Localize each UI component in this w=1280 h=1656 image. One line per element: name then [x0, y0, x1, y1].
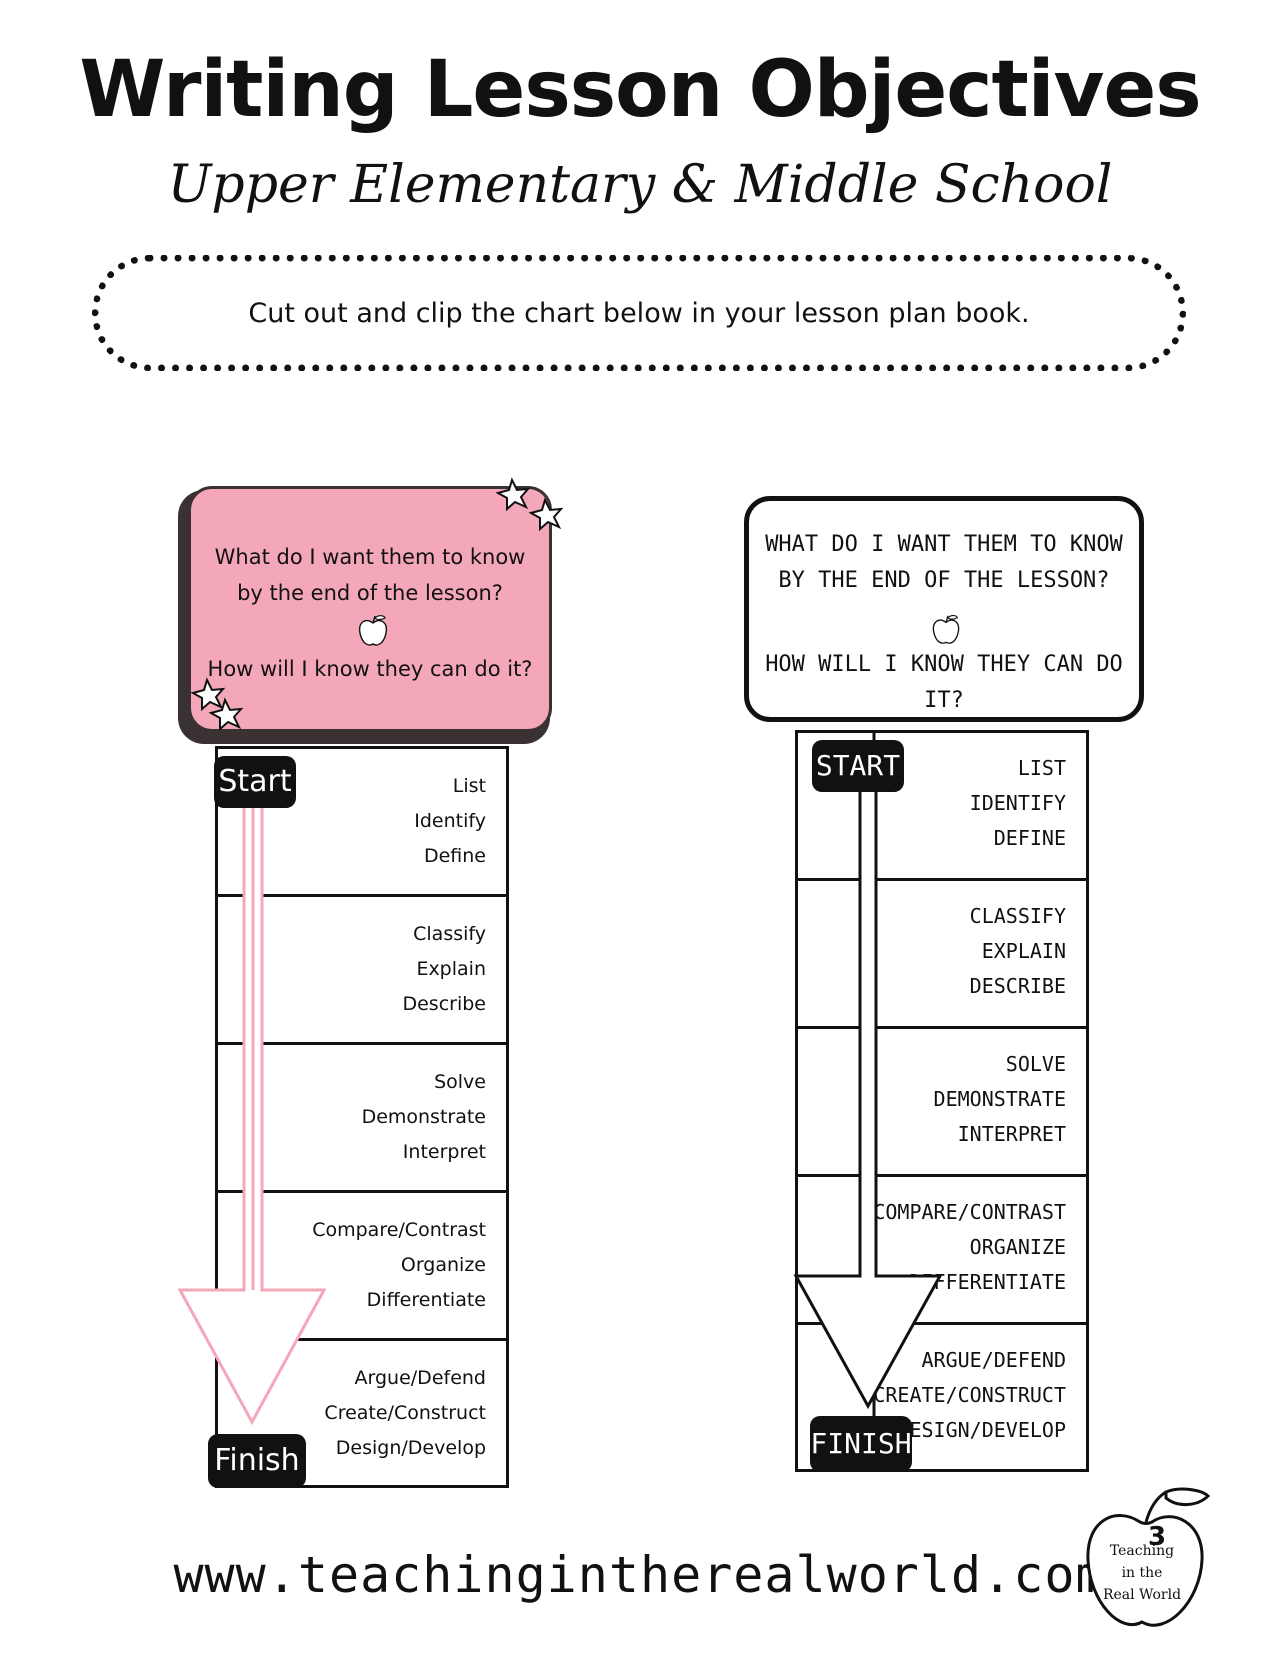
verb-text: DIFFERENTIATE [909, 1270, 1066, 1294]
left-question-assess: How will I know they can do it? [207, 657, 533, 681]
verb-text: Organize [400, 1254, 486, 1276]
website-url: www.teachingintherealworld.com [173, 1546, 1107, 1604]
verb-text: Compare/Contrast [312, 1219, 486, 1241]
right-question-card: WHAT DO I WANT THEM TO KNOW BY THE END O… [744, 496, 1144, 722]
apple-icon [932, 614, 960, 644]
verb-text: DEMONSTRATE [933, 1087, 1066, 1111]
verb-text: Describe [402, 993, 486, 1015]
logo-line: in the [1121, 1565, 1163, 1581]
instruction-text: Cut out and clip the chart below in your… [248, 297, 1030, 329]
verb-text: ORGANIZE [969, 1235, 1066, 1259]
verb-text: Solve [434, 1071, 486, 1093]
logo-text: Teaching in the Real World [1088, 1540, 1196, 1606]
right-question-know: WHAT DO I WANT THEM TO KNOW BY THE END O… [759, 527, 1129, 599]
verb-text: Explain [416, 958, 486, 980]
verb-text: CREATE/CONSTRUCT [873, 1383, 1066, 1407]
logo-line: Real World [1102, 1587, 1182, 1603]
table-row: LIST IDENTIFY DEFINE [798, 733, 1086, 881]
verb-text: Classify [413, 923, 486, 945]
verb-text: Identify [414, 810, 486, 832]
question-line: WHAT DO I WANT THEM TO KNOW [765, 532, 1123, 557]
logo-line: Teaching [1109, 1543, 1175, 1559]
verb-text: COMPARE/CONTRAST [873, 1200, 1066, 1224]
right-verb-table: LIST IDENTIFY DEFINE CLASSIFY EXPLAIN DESCRI… [795, 730, 1089, 1472]
table-row: SOLVE DEMONSTRATE INTERPRET [798, 1029, 1086, 1177]
apple-logo-icon [1086, 1487, 1211, 1627]
verb-text: DESIGN/DEVELOP [897, 1418, 1066, 1442]
finish-badge: FINISH [810, 1416, 912, 1472]
start-badge: START [812, 740, 904, 792]
verb-text: List [452, 775, 486, 797]
apple-icon [358, 615, 388, 646]
verb-text: EXPLAIN [981, 939, 1066, 963]
verb-text: CLASSIFY [969, 904, 1066, 928]
verb-text: SOLVE [1005, 1052, 1066, 1076]
left-question-know: What do I want them to know by the end o… [214, 545, 526, 605]
verb-text: Design/Develop [335, 1437, 486, 1459]
page-subtitle: Upper Elementary & Middle School [167, 155, 1113, 215]
verb-text: Differentiate [366, 1289, 486, 1311]
verb-text: DESCRIBE [969, 974, 1066, 998]
page-title: Writing Lesson Objectives [79, 45, 1201, 135]
verb-text: ARGUE/DEFEND [921, 1348, 1067, 1372]
table-row: CLASSIFY EXPLAIN DESCRIBE [798, 881, 1086, 1029]
table-row: COMPARE/CONTRAST ORGANIZE DIFFERENTIATE [798, 1177, 1086, 1325]
verb-text: IDENTIFY [969, 791, 1066, 815]
verb-text: DEFINE [993, 826, 1066, 850]
finish-badge: Finish [208, 1434, 306, 1488]
right-question-assess: HOW WILL I KNOW THEY CAN DO IT? [765, 652, 1123, 713]
verb-text: Interpret [402, 1141, 486, 1163]
logo-number: 3 [1148, 1522, 1167, 1552]
question-line: BY THE END OF THE LESSON? [778, 568, 1110, 593]
verb-text: INTERPRET [957, 1122, 1066, 1146]
start-badge: Start [214, 756, 296, 808]
verb-text: Create/Construct [324, 1402, 486, 1424]
verb-text: Argue/Defend [354, 1367, 486, 1389]
cut-out-instruction-box: Cut out and clip the chart below in your… [92, 255, 1186, 371]
verb-text: Define [423, 845, 486, 867]
left-question-card: What do I want them to know by the end o… [188, 486, 552, 732]
verb-text: Demonstrate [361, 1106, 486, 1128]
verb-text: LIST [1017, 756, 1066, 780]
